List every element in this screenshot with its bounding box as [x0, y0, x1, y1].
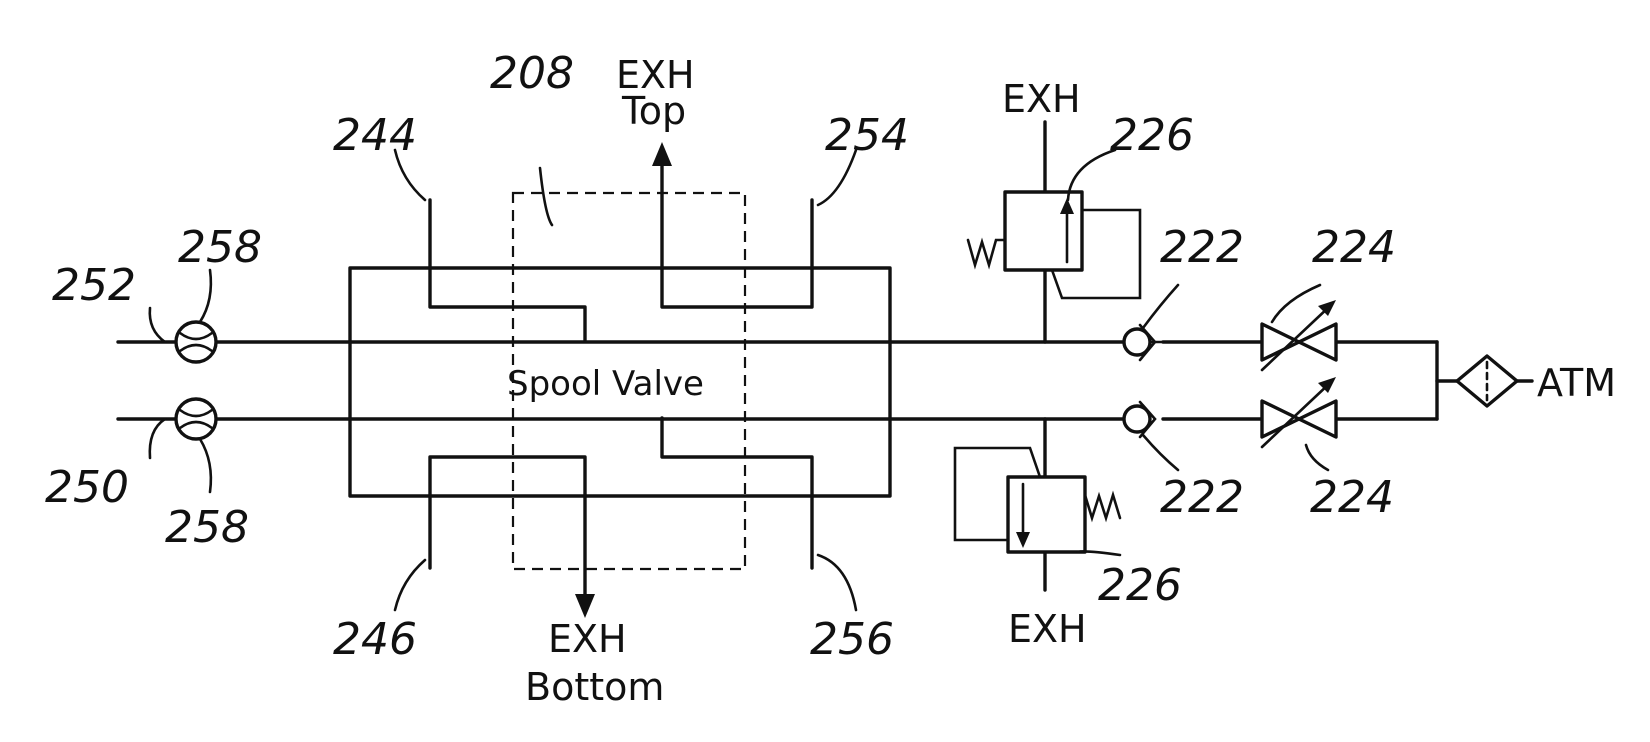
ref-246: 246 [333, 614, 417, 665]
check-valve-top [1124, 325, 1163, 360]
exh-bottom-label: EXH [548, 617, 627, 661]
flow-control-valve-bottom [1262, 377, 1336, 447]
flow-sensor-top [176, 322, 216, 362]
exh-relief-top-label: EXH [1002, 77, 1081, 121]
atm-label: ATM [1537, 361, 1616, 405]
ref-244: 244 [333, 110, 417, 161]
ref-224-top: 224 [1312, 222, 1396, 273]
filter-icon [1457, 356, 1517, 406]
ref-250: 250 [45, 462, 129, 513]
check-valve-bottom [1124, 402, 1155, 437]
ref-256: 256 [810, 614, 894, 665]
flow-sensor-bottom [176, 399, 216, 439]
spool-valve-label: Spool Valve [507, 364, 704, 404]
ref-254: 254 [825, 110, 909, 161]
ref-226-bottom: 226 [1098, 560, 1182, 611]
ref-226-top: 226 [1110, 110, 1194, 161]
ref-222-top: 222 [1160, 222, 1244, 273]
relief-valve-bottom [955, 419, 1120, 590]
ref-224-bottom: 224 [1310, 472, 1394, 523]
ref-258-top: 258 [178, 222, 262, 273]
bottom-label: Bottom [525, 665, 664, 709]
exh-relief-bottom-label: EXH [1008, 607, 1087, 651]
ref-222-bottom: 222 [1160, 472, 1244, 523]
ref-208: 208 [490, 48, 574, 99]
ref-258-bottom: 258 [165, 502, 249, 553]
top-label: Top [621, 89, 686, 133]
ref-252: 252 [52, 260, 136, 311]
flow-control-valve-top [1262, 300, 1336, 370]
leader-lines [150, 150, 1328, 610]
